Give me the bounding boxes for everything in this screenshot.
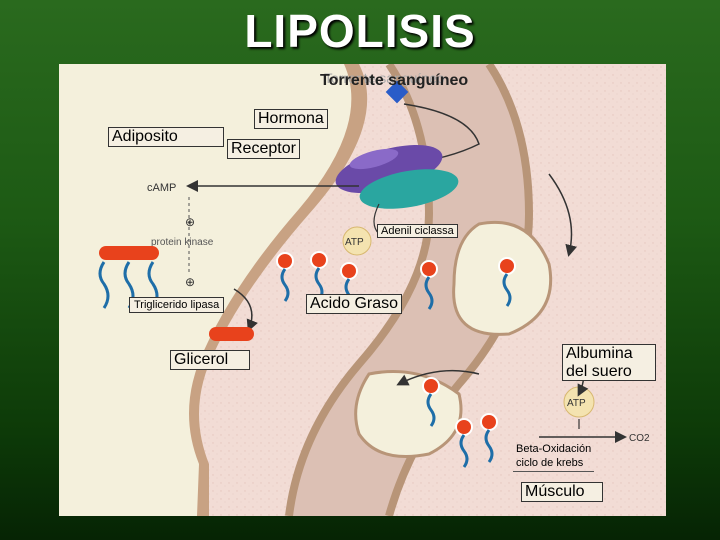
label-musculo: Músculo (521, 482, 603, 502)
label-hormona: Hormona (254, 109, 328, 129)
label-glicerol: Glicerol (170, 350, 250, 370)
muscle-cell (354, 370, 463, 458)
label-adiposito: Adiposito (108, 127, 224, 147)
diagram-illustration: cAMP ⊕ protein kinase ⊕ ATP (59, 61, 666, 518)
blood-vessel (289, 64, 529, 516)
albumin-fatty-acids (420, 257, 516, 310)
label-acido: Acido Graso (306, 294, 403, 314)
atp-burst-1 (342, 226, 372, 256)
albumin-complex (452, 220, 553, 336)
label-torrente: Torrente sanguíneo (320, 72, 469, 89)
receptor-teal (359, 169, 459, 209)
vessel-wall-left (285, 61, 434, 517)
co2-label: CO2 (629, 433, 650, 444)
triglyceride-top (99, 246, 159, 260)
adipocyte-interior (59, 64, 352, 516)
arrow-to-muscle (396, 369, 480, 386)
plus-2: ⊕ (185, 275, 195, 289)
atp-label-1: ATP (345, 237, 364, 248)
flow-arrow-vessel (548, 173, 578, 257)
receptor-highlight (349, 148, 399, 170)
lipolysis-diagram: cAMP ⊕ protein kinase ⊕ ATP (59, 61, 666, 518)
label-trigliceridos: Triglicerido lipasa (129, 297, 225, 314)
lipase-arrow (233, 288, 258, 332)
label-beta: Beta-Oxidación ciclo de krebs (513, 442, 595, 472)
receptor-purple (335, 145, 443, 193)
label-receptor: Receptor (227, 139, 300, 159)
muscle-fatty-acid (422, 377, 440, 427)
glycerol-molecule (209, 327, 254, 341)
fatty-acids-vessel (276, 251, 358, 312)
label-adenil: Adenil ciclassa (377, 224, 458, 239)
plus-1: ⊕ (185, 215, 195, 229)
protein-kinase-label: protein kinase (151, 237, 214, 248)
tg-tail-1 (98, 261, 110, 309)
camp-label: cAMP (147, 182, 176, 194)
label-albumina: Albumina del suero (562, 344, 656, 382)
page-title: LIPOLISIS (244, 5, 476, 57)
atp-label-2: ATP (567, 398, 586, 409)
fatty-acids-bottom (455, 413, 498, 468)
torrente-faint: Torrente sanguíneo (324, 70, 445, 86)
